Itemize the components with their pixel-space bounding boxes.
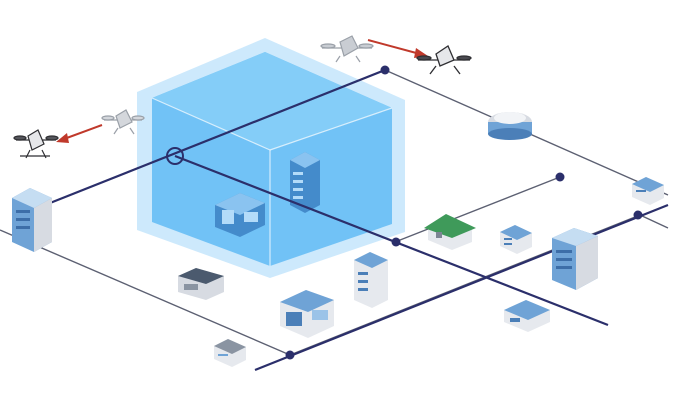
datacenter-icon: [215, 193, 265, 237]
hub-node: [166, 147, 184, 165]
node: [555, 172, 565, 182]
cloud-cube: [137, 38, 405, 278]
main-line: [174, 154, 609, 327]
office-icon: [500, 225, 532, 254]
skyscraper-icon: [12, 188, 52, 252]
stadium-icon: [488, 112, 532, 140]
small-building-icon: [632, 177, 664, 205]
mall-icon: [280, 290, 334, 338]
building-icon-center: [354, 252, 388, 308]
thin-line: [394, 176, 561, 243]
arrow-right-icon: [367, 39, 428, 58]
cube-top-face: [152, 52, 392, 150]
main-line: [44, 68, 386, 207]
house-icon: [424, 214, 476, 250]
drone-icon-left-far: [13, 129, 59, 159]
main-network-lines: [44, 68, 669, 372]
tower-icon: [552, 228, 598, 290]
server-building-icon: [290, 152, 320, 213]
low-building-icon: [214, 339, 246, 367]
thin-line: [0, 229, 291, 356]
node: [285, 350, 295, 360]
network-nodes: [285, 65, 643, 360]
arrow-left-icon: [56, 124, 103, 143]
node: [391, 237, 401, 247]
node: [380, 65, 390, 75]
warehouse-icon: [178, 268, 224, 300]
thin-line: [639, 214, 669, 229]
drone-icon-top-right: [416, 45, 472, 75]
main-line: [254, 203, 669, 372]
drone-icon-left: [101, 109, 145, 135]
node: [633, 210, 643, 220]
factory-icon: [504, 300, 550, 332]
drone-icon-top-left: [320, 35, 374, 63]
